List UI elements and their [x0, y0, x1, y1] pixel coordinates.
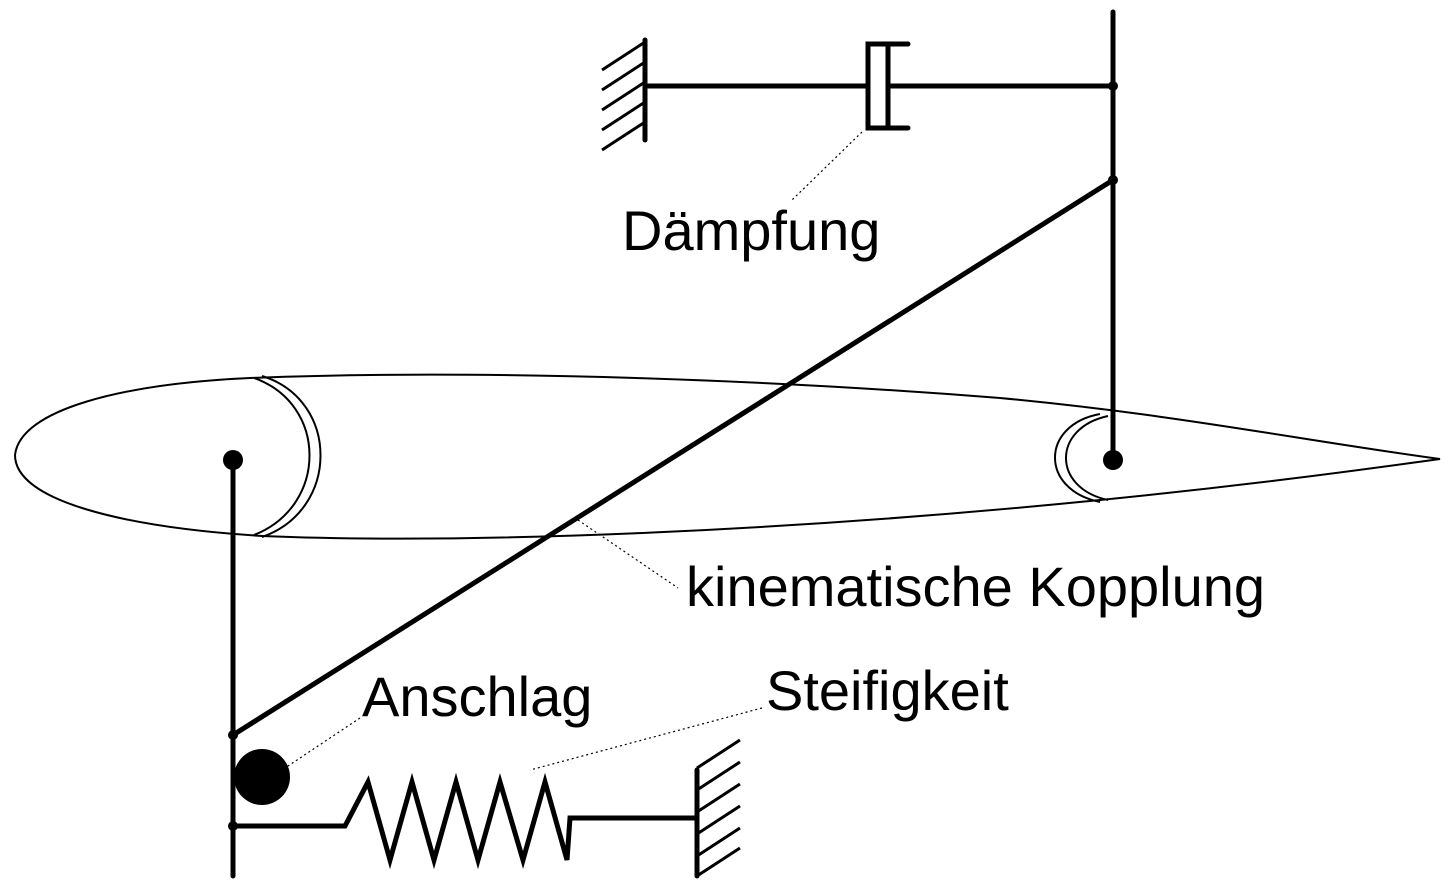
- front-pivot-point: [223, 450, 243, 470]
- spring: [230, 738, 741, 879]
- spring-wall-hatching: [696, 738, 741, 878]
- damping-leader: [791, 131, 863, 201]
- airfoil-outline: [13, 373, 1441, 540]
- damper-wall-hatching: [601, 40, 646, 152]
- front-arm: [223, 450, 243, 879]
- stiffness-label: Steifigkeit: [766, 659, 1009, 722]
- coupling-leader: [577, 519, 679, 589]
- coupling-label: kinematische Kopplung: [686, 555, 1265, 618]
- front-bearing-arc-inner: [253, 377, 311, 536]
- coupling-rod: [230, 177, 1116, 738]
- damper: [601, 37, 1116, 152]
- rear-bearing-arc-outer: [1054, 413, 1101, 503]
- airfoil: [13, 373, 1441, 540]
- rear-bearing-arc-inner: [1065, 415, 1109, 501]
- damper-cylinder: [865, 41, 891, 131]
- stop-leader: [281, 717, 361, 771]
- rod-upper-joint: [1108, 175, 1118, 185]
- rear-pivot-point: [1103, 450, 1123, 470]
- damping-label: Dämpfung: [622, 199, 880, 262]
- front-bearing-arc-outer: [261, 375, 322, 538]
- rear-arm: [1103, 9, 1123, 470]
- stop-label: Anschlag: [362, 665, 592, 728]
- spring-coil: [230, 772, 700, 870]
- stop-ball: [234, 749, 290, 805]
- stiffness-leader: [529, 707, 763, 771]
